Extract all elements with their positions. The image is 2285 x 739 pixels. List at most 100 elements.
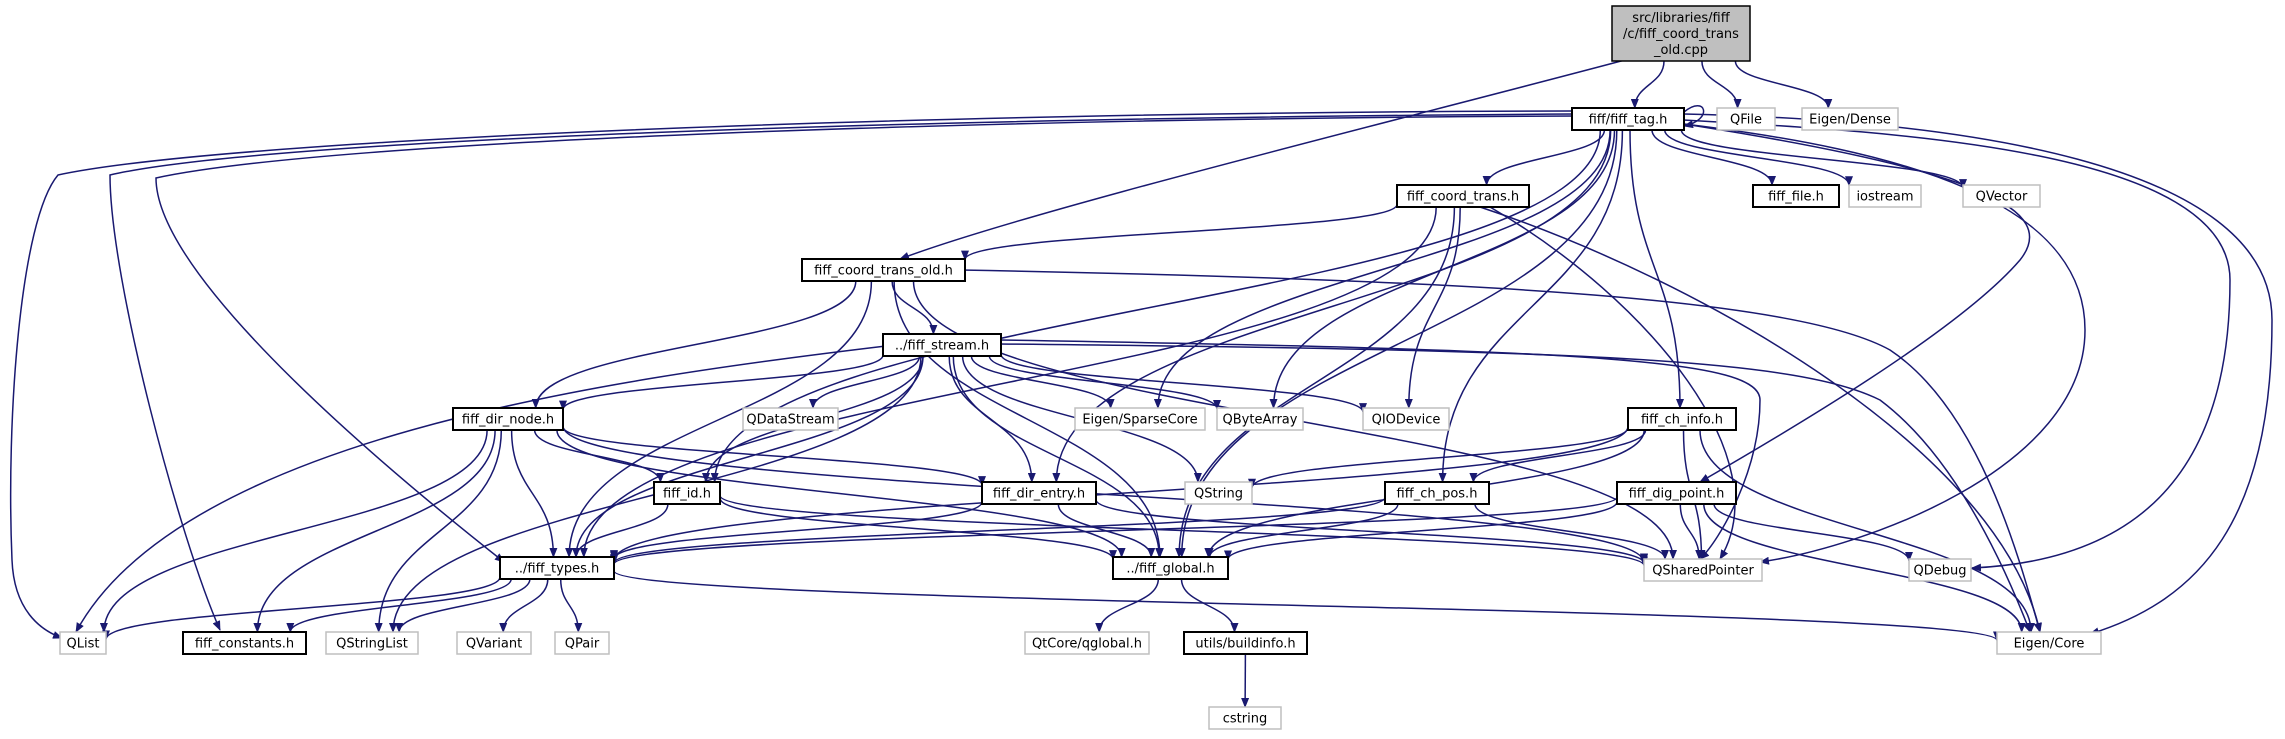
node-buildinfo[interactable]: utils/buildinfo.h <box>1183 631 1308 655</box>
edge-fiff_dir_node-to-fiff_global <box>556 429 1126 558</box>
node-cstring[interactable]: cstring <box>1208 706 1282 730</box>
node-fiff-ch-info[interactable]: fiff_ch_info.h <box>1627 407 1737 431</box>
edge-fiff_types-to-QList <box>102 576 501 641</box>
edge-fiff_dir_node-to-fiff_types <box>510 429 558 558</box>
node-QList[interactable]: QList <box>59 631 107 655</box>
node-fiff-dig-point[interactable]: fiff_dig_point.h <box>1616 481 1737 505</box>
edge-fiff_coord_trans_old-to-fiff_stream <box>891 280 938 335</box>
node-label: QList <box>67 637 100 652</box>
edge-fiff_stream-to-fiff_types <box>572 355 924 558</box>
node-QVector[interactable]: QVector <box>1962 184 2041 208</box>
node-box <box>1643 558 1763 582</box>
edge-fiff_tag-to-fiff_types <box>155 115 1577 563</box>
edge-fiff_tag-to-fiff_ch_pos <box>1438 129 1624 483</box>
node-label: QVector <box>1976 190 2028 205</box>
node-label: src/libraries/fiff <box>1632 11 1730 26</box>
node-fiff-tag[interactable]: fiff/fiff_tag.h <box>1571 107 1685 131</box>
node-fiff-types[interactable]: ../fiff_types.h <box>499 556 615 580</box>
edge-fiff_types-to-fiff_constants <box>286 578 512 633</box>
node-label: fiff_file.h <box>1768 190 1824 205</box>
node-label: iostream <box>1856 190 1913 205</box>
nodes-layer: src/libraries/fiff/c/fiff_coord_trans_ol… <box>59 5 2102 730</box>
node-box <box>1183 631 1308 655</box>
node-QPair[interactable]: QPair <box>554 631 610 655</box>
node-label: Eigen/Dense <box>1809 113 1891 128</box>
edge-fiff_dir_entry-to-QSharedPointer <box>1095 499 1648 565</box>
node-fiff-constants[interactable]: fiff_constants.h <box>182 631 307 655</box>
edge-fiff_dig_point-to-fiff_types <box>610 496 1618 566</box>
node-QStringList[interactable]: QStringList <box>325 631 419 655</box>
node-fiff-coord-trans-old[interactable]: fiff_coord_trans_old.h <box>801 258 966 282</box>
node-label: Eigen/SparseCore <box>1082 413 1197 428</box>
edge-fiff_dig_point-to-EigenCore <box>1703 503 2026 633</box>
edge-fiff_tag-to-QVector <box>1680 129 1967 190</box>
node-fiff-stream[interactable]: ../fiff_stream.h <box>882 333 1002 357</box>
node-QDebug[interactable]: QDebug <box>1908 558 1972 582</box>
edge-fiff_ch_pos-to-fiff_types <box>610 496 1386 565</box>
node-box <box>1208 706 1282 730</box>
node-QSharedPointer[interactable]: QSharedPointer <box>1643 558 1763 582</box>
node-fiff-dir-node[interactable]: fiff_dir_node.h <box>452 407 564 431</box>
node-box <box>1112 556 1229 580</box>
node-label: _old.cpp <box>1653 43 1708 58</box>
edge-fiff_dir_node-to-fiff_constants <box>253 429 496 633</box>
edge-fiff_id-to-fiff_global <box>719 497 1117 561</box>
node-QVariant[interactable]: QVariant <box>456 631 532 655</box>
edge-fiff_tag-to-fiff_global <box>1177 129 1618 558</box>
node-root[interactable]: src/libraries/fiff/c/fiff_coord_trans_ol… <box>1611 5 1751 62</box>
node-QDataStream[interactable]: QDataStream <box>742 407 839 431</box>
edge-fiff_dir_node-to-fiff_dir_entry <box>562 426 986 487</box>
edge-root-to-fiff_coord_trans_old <box>899 55 1641 260</box>
edge-fiff_stream-to-EigenSparseCore <box>970 355 1115 409</box>
node-label: QVariant <box>466 637 522 652</box>
node-fiff-coord-trans[interactable]: fiff_coord_trans.h <box>1396 184 1530 208</box>
node-label: QByteArray <box>1223 413 1298 428</box>
node-label: QSharedPointer <box>1652 564 1754 579</box>
edge-fiff_tag-to-iostream <box>1663 129 1853 187</box>
edges-layer <box>9 55 2273 708</box>
edge-fiff_global-to-buildinfo <box>1180 578 1239 633</box>
node-box <box>1074 407 1206 431</box>
node-QString[interactable]: QString <box>1184 481 1253 505</box>
node-box <box>742 407 839 431</box>
edge-fiff_stream-to-QIODevice <box>1000 354 1367 414</box>
node-fiff-dir-entry[interactable]: fiff_dir_entry.h <box>981 481 1097 505</box>
node-box <box>182 631 307 655</box>
node-QtCore-qglobal[interactable]: QtCore/qglobal.h <box>1024 631 1150 655</box>
node-fiff-global[interactable]: ../fiff_global.h <box>1112 556 1229 580</box>
edge-fiff_stream-to-fiff_global <box>952 355 1164 558</box>
node-QFile[interactable]: QFile <box>1716 107 1776 131</box>
node-label: ../fiff_global.h <box>1126 562 1214 577</box>
node-box <box>1848 184 1922 208</box>
node-iostream[interactable]: iostream <box>1848 184 1922 208</box>
node-label: QString <box>1194 487 1243 502</box>
node-label: fiff_ch_info.h <box>1641 413 1723 428</box>
edge-fiff_dig_point-to-QSharedPointer <box>1679 503 1704 560</box>
node-label: Eigen/Core <box>2014 637 2085 652</box>
node-fiff-ch-pos[interactable]: fiff_ch_pos.h <box>1384 481 1490 505</box>
node-box <box>1962 184 2041 208</box>
node-box <box>653 481 721 505</box>
edge-fiff_tag-to-fiff_constants <box>109 113 1575 631</box>
node-EigenSparseCore[interactable]: Eigen/SparseCore <box>1074 407 1206 431</box>
node-QIODevice[interactable]: QIODevice <box>1362 407 1450 431</box>
node-QByteArray[interactable]: QByteArray <box>1216 407 1304 431</box>
edge-fiff_tag-to-QSharedPointer <box>1683 123 2086 565</box>
edge-fiff_ch_info-to-fiff_ch_pos <box>1469 429 1647 483</box>
edge-root-to-EigenDense <box>1734 60 1833 109</box>
node-fiff-id[interactable]: fiff_id.h <box>653 481 721 505</box>
node-fiff-file[interactable]: fiff_file.h <box>1752 184 1840 208</box>
edge-fiff_global-to-QtCore_qglobal <box>1095 578 1160 633</box>
edge-fiff_ch_info-to-EigenCore <box>1699 429 2035 633</box>
node-EigenDense[interactable]: Eigen/Dense <box>1801 107 1899 131</box>
edge-fiff_coord_trans-to-EigenCore <box>1479 206 2042 633</box>
node-box <box>1801 107 1899 131</box>
edge-root-to-fiff_tag <box>1630 60 1665 109</box>
edge-fiff_coord_trans_old-to-EigenCore <box>959 269 2042 633</box>
node-label: QIODevice <box>1372 413 1441 428</box>
edge-fiff_tag-to-QDebug <box>1683 119 2231 572</box>
node-EigenCore[interactable]: Eigen/Core <box>1996 631 2102 655</box>
edge-fiff_coord_trans-to-QSharedPointer <box>1489 206 1736 560</box>
edge-fiff_stream-to-QSharedPointer <box>999 339 1761 560</box>
edge-fiff_coord_trans_old-to-fiff_global <box>893 280 1164 558</box>
